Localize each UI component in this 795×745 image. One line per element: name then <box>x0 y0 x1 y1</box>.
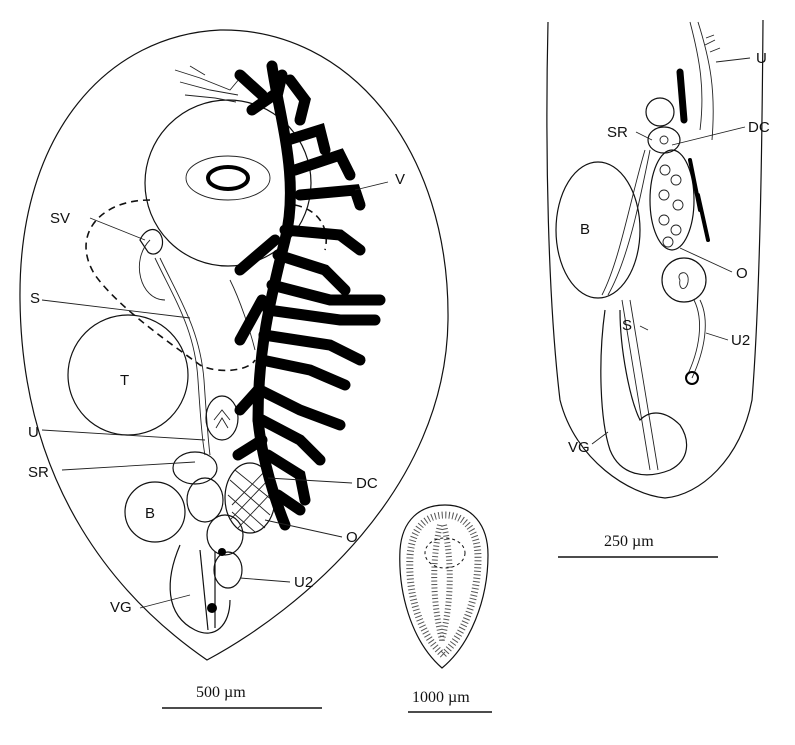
figure-c-posterior-detail: U SR DC B O S U2 VG 250 µm <box>546 19 770 558</box>
ventral-sucker <box>144 99 312 267</box>
uterus-upper <box>704 34 721 53</box>
label-v: V <box>395 171 405 188</box>
label-c-u: U <box>756 50 767 67</box>
label-vg: VG <box>110 599 132 616</box>
figure-a-leader-lines <box>41 181 389 609</box>
label-b: B <box>145 505 155 522</box>
body-outline-small <box>399 504 489 669</box>
seminal-receptacle-c <box>645 68 688 154</box>
body-outline <box>19 29 449 661</box>
uterus <box>138 239 256 351</box>
label-c-b: B <box>580 221 590 238</box>
figure-c-leader-lines <box>591 57 751 445</box>
label-c-u2: U2 <box>731 332 750 349</box>
dashed-outline <box>85 199 256 372</box>
figure-a-whole-worm: SV S T U SR B VG V DC O U2 500 µm <box>19 29 449 709</box>
body-outline-posterior <box>546 19 764 499</box>
ventral-sucker-outline <box>424 537 466 569</box>
label-s: S <box>30 290 40 307</box>
label-c-dc: DC <box>748 119 770 136</box>
seminal-receptacle <box>172 395 244 589</box>
vaginal-gland-c <box>600 309 688 476</box>
label-u2: U2 <box>294 574 313 591</box>
egg <box>661 257 707 303</box>
label-sr: SR <box>28 464 49 481</box>
vitellaria <box>232 60 386 531</box>
ciliated-tuft <box>174 65 246 103</box>
label-sv: SV <box>50 210 70 227</box>
ovary-c <box>649 149 710 251</box>
label-c-sr: SR <box>607 124 628 141</box>
vaginal-region <box>169 544 231 634</box>
seminal-vesicle <box>139 229 164 255</box>
inner-caeca <box>431 524 453 641</box>
scale-label-c: 250 µm <box>604 533 654 550</box>
label-dc: DC <box>356 475 378 492</box>
label-c-o: O <box>736 265 748 282</box>
ducts-c <box>601 149 651 296</box>
sperm-duct <box>154 257 206 456</box>
label-c-s: S <box>622 317 632 334</box>
label-t: T <box>120 372 129 389</box>
scale-label-b: 1000 µm <box>412 689 470 706</box>
label-o: O <box>346 529 358 546</box>
bursa-c <box>555 161 641 299</box>
label-u: U <box>28 424 39 441</box>
scale-label-a: 500 µm <box>196 684 246 701</box>
label-c-vg: VG <box>568 439 590 456</box>
figure-b-outline: 1000 µm <box>399 504 492 713</box>
bursa <box>124 481 186 543</box>
